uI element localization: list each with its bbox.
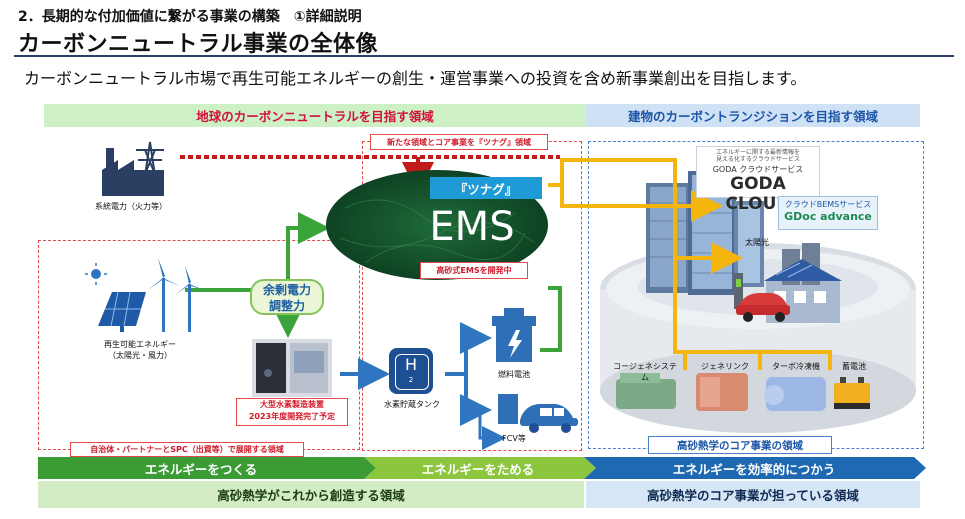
renewable-label: 再生可能エネルギー （太陽光・風力） <box>104 340 176 360</box>
municipal-label: 自治体・パートナーとSPC（出資等）で展開する領域 <box>70 442 304 457</box>
solar-label: 太陽光 <box>745 238 769 247</box>
fcv-label: FCV等 <box>502 434 526 443</box>
band-earth-carbon-neutral: 地球のカーボンニュートラルを目指す領域 <box>44 104 586 127</box>
section-heading: 2．長期的な付加価値に繋がる事業の構築 ①詳細説明 <box>18 9 362 25</box>
h2-plant-label: 大型水素製造装置 2023年度開発完了予定 <box>236 398 348 426</box>
fuelcell-label: 燃料電池 <box>498 370 530 379</box>
h2-subscript: 2 <box>408 376 414 384</box>
power-plant-icon <box>102 141 164 197</box>
turbo-label: ターボ冷凍機 <box>772 362 820 371</box>
goda-small-text: エネルギーに関する最新情報を 見える化するクラウドサービス <box>715 149 800 163</box>
stage-create: エネルギーをつくる <box>144 461 258 477</box>
goda-cloud-logo: GODA CLOUD <box>725 174 791 214</box>
solar-wind-icon <box>85 258 204 332</box>
new-domain-label: 新たな領域とコア事業を『ツナグ』領域 <box>370 134 548 150</box>
fuel-cell-icon <box>492 308 536 362</box>
goda-service-label: GODA クラウドサービス <box>712 165 804 174</box>
h2-symbol: H <box>404 355 418 374</box>
band-building-transition: 建物のカーボントランジションを目指す領域 <box>586 104 920 127</box>
tank-label: 水素貯蔵タンク <box>384 400 440 409</box>
tsunagu-label: 『ツナグ』 <box>430 177 542 199</box>
gdoc-card: クラウドBEMSサービス GDoc advance <box>778 196 878 230</box>
battery-label: 蓄電池 <box>842 362 866 371</box>
ems-title: EMS <box>429 204 515 250</box>
fcv-icon <box>498 394 578 433</box>
gdoc-logo: GDoc advance <box>784 210 872 223</box>
h2-tank-icon: H 2 <box>389 348 433 394</box>
stage-use: エネルギーを効率的につかう <box>672 461 836 477</box>
goda-cloud-card: エネルギーに関する最新情報を 見える化するクラウドサービス GODA クラウドサ… <box>696 146 820 214</box>
h2-plant-icon <box>252 339 332 397</box>
page-title: カーボンニュートラル事業の全体像 <box>18 32 379 57</box>
gdoc-title: クラウドBEMSサービス <box>784 200 872 209</box>
ems-dev-label: 高砂式EMSを開発中 <box>420 262 528 279</box>
page-subtitle: カーボンニュートラル市場で再生可能エネルギーの創生・運営事業への投資を含め新事業… <box>24 69 807 88</box>
genelink-label: ジェネリンク <box>701 362 749 371</box>
core-domain-label: 高砂熱学のコア事業の領域 <box>648 436 832 454</box>
bottom-core-domain: 高砂熱学のコア事業が担っている領域 <box>586 481 920 508</box>
power-label: 系統電力（火力等） <box>95 202 167 211</box>
stage-store: エネルギーをためる <box>421 461 535 477</box>
surplus-bubble: 余剰電力 調整力 <box>250 279 324 315</box>
cogen-label: コージェネシステム <box>613 362 677 382</box>
bottom-create-domain: 高砂熱学がこれから創造する領域 <box>38 481 584 508</box>
title-underline <box>14 55 954 57</box>
stage-arrows <box>38 457 926 479</box>
